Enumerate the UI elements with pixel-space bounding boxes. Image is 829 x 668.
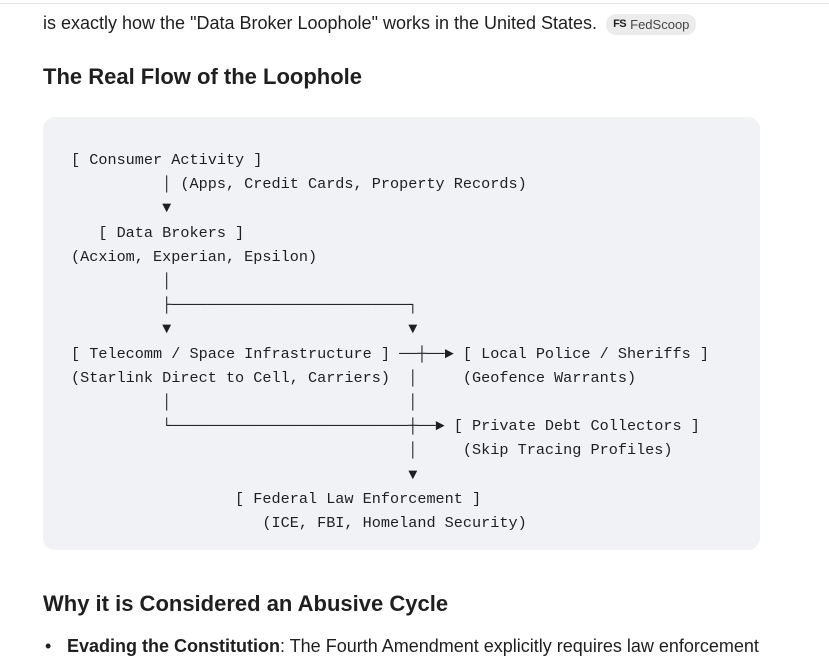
diagram-line: ▼ xyxy=(71,199,172,218)
diagram-line: └──────────────────────────┼──► [ Privat… xyxy=(71,417,700,436)
fedscoop-logo-icon: FS xyxy=(613,18,627,30)
diagram-line: (ICE, FBI, Homeland Security) xyxy=(71,514,527,533)
source-chip-fedscoop[interactable]: FS FedScoop xyxy=(606,14,697,35)
code-block xyxy=(43,117,760,550)
bullet-bold-label: Evading the Constitution xyxy=(67,636,280,656)
diagram-line: (Starlink Direct to Cell, Carriers) │ (G… xyxy=(71,368,637,387)
diagram-line: [ Data Brokers ] xyxy=(71,223,245,242)
diagram-line: │ (Apps, Credit Cards, Property Records) xyxy=(71,175,527,194)
diagram-line: ▼ ▼ xyxy=(71,320,418,339)
diagram-line: [ Federal Law Enforcement ] xyxy=(71,489,482,508)
section-heading-flow: The Real Flow of the Loophole xyxy=(43,64,362,89)
bullet-text: : The Fourth Amendment explicitly requir… xyxy=(280,636,759,656)
diagram-line: [ Telecomm / Space Infrastructure ] ──┼─… xyxy=(71,344,709,363)
top-divider xyxy=(0,3,829,4)
diagram-line: ▼ xyxy=(71,465,418,484)
diagram-line: ├──────────────────────────┐ xyxy=(71,296,418,315)
diagram-line: │ │ xyxy=(71,393,418,412)
diagram-line: │ xyxy=(71,272,172,291)
source-chip-label: FedScoop xyxy=(630,17,690,32)
bullet-list: • Evading the Constitution: The Fourth Am… xyxy=(43,633,823,659)
diagram-line: │ (Skip Tracing Profiles) xyxy=(71,441,673,460)
flow-diagram: [ Consumer Activity ] │ (Apps, Credit Ca… xyxy=(71,148,709,535)
list-item: • Evading the Constitution: The Fourth Am… xyxy=(43,633,823,659)
intro-paragraph: is exactly how the "Data Broker Loophole… xyxy=(43,9,697,37)
section-heading-why: Why it is Considered an Abusive Cycle xyxy=(43,591,449,616)
diagram-line: [ Consumer Activity ] xyxy=(71,151,263,169)
intro-text: is exactly how the "Data Broker Loophole… xyxy=(43,13,598,33)
bullet-dot: • xyxy=(45,636,52,656)
diagram-line: (Acxiom, Experian, Epsilon) xyxy=(71,247,318,266)
